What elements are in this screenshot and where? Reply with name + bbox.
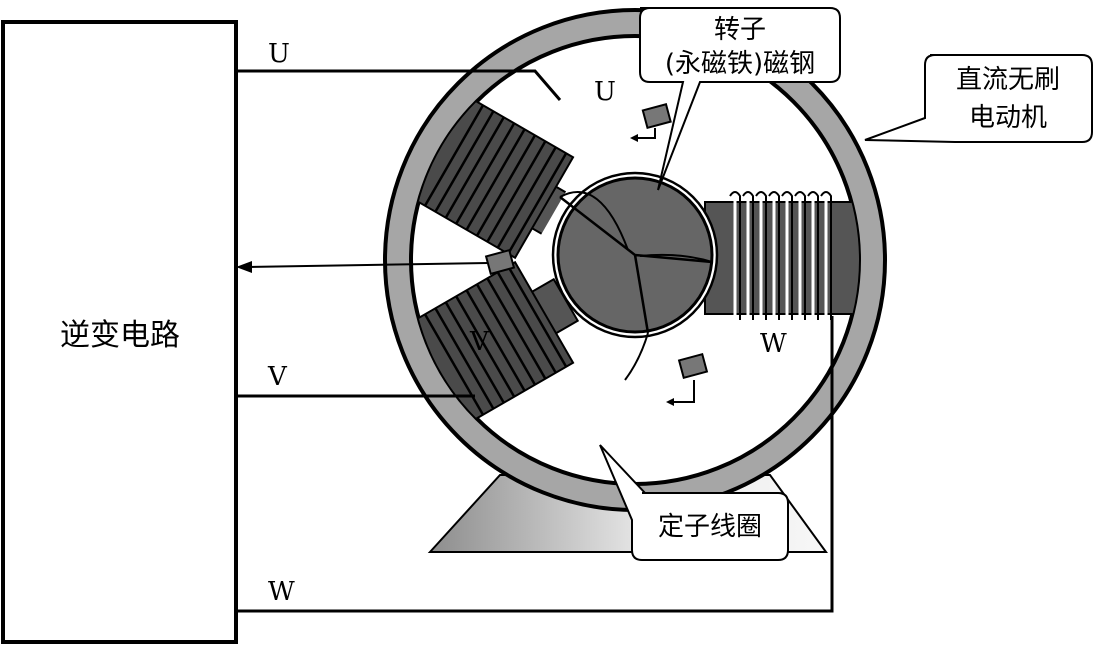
phase-wires bbox=[236, 69, 834, 613]
stator-coil-u bbox=[411, 95, 589, 260]
coil-label-u: U bbox=[594, 77, 616, 107]
motor-callout: 直流无刷 电动机 bbox=[864, 54, 1093, 143]
stator-coil-w bbox=[704, 191, 859, 320]
wire-label-v: V bbox=[267, 362, 288, 392]
wire-u bbox=[236, 69, 562, 101]
hall-sensor-w bbox=[677, 352, 709, 380]
inverter-box: 逆变电路 bbox=[1, 20, 238, 644]
hall-sensor-u bbox=[641, 103, 672, 130]
feedback-arrow bbox=[236, 261, 489, 273]
rotor bbox=[551, 171, 719, 381]
stator-callout: 定子线圈 bbox=[599, 444, 789, 561]
motor-callout-line2: 电动机 bbox=[969, 103, 1047, 133]
hall-sensor-middle bbox=[484, 248, 516, 276]
rotor-callout-line1: 转子 bbox=[714, 15, 766, 45]
stator-coil-v bbox=[411, 260, 580, 425]
wire-label-u: U bbox=[268, 39, 290, 69]
rotor-callout-line2: (永磁铁)磁钢 bbox=[665, 49, 815, 79]
wire-label-w: W bbox=[268, 577, 295, 607]
wire-w bbox=[236, 316, 834, 613]
rotor-callout: 转子 (永磁铁)磁钢 bbox=[639, 7, 841, 191]
coil-label-v: V bbox=[469, 327, 490, 357]
hall-sensors bbox=[484, 103, 709, 406]
stator-callout-label: 定子线圈 bbox=[658, 512, 762, 542]
inverter-label: 逆变电路 bbox=[60, 318, 180, 353]
coil-label-w: W bbox=[760, 329, 787, 359]
motor-callout-line1: 直流无刷 bbox=[956, 65, 1060, 95]
